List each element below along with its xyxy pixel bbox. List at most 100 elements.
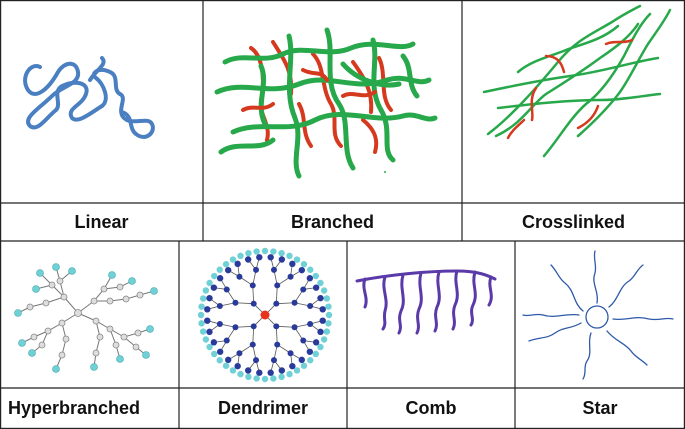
star-core (585, 305, 609, 329)
dendrimer-end-group (325, 320, 332, 327)
dendrimer-branch-node (216, 320, 223, 327)
dendrimer-branch-node (306, 348, 314, 355)
dendrimer-branch-node (274, 341, 281, 348)
dendrimer-branch-node (289, 260, 296, 268)
dendrimer-end-group (278, 373, 285, 381)
dendrimer-end-group (253, 375, 260, 382)
dendrimer-end-group (202, 287, 210, 294)
hyperbranched-end-groups (14, 263, 158, 373)
dendrimer-end-group (323, 295, 331, 302)
dendrimer-svg (197, 247, 333, 383)
dendrimer-branch-node (291, 324, 298, 331)
dendrimer-branch-node (273, 300, 280, 307)
dendrimer-end-group (199, 328, 207, 335)
dendrimer-branch-node (298, 266, 305, 274)
dendrimer-branch-node (278, 256, 286, 263)
dendrimer-branch-node (216, 348, 224, 355)
dendrimer-branch-node (256, 369, 263, 376)
dendrimer-branch-node (267, 369, 274, 376)
branched-figure (203, 0, 462, 203)
hyperbranched-label: Hyperbranched (8, 398, 141, 418)
dendrimer-branch-node (250, 323, 257, 330)
hyperbranched-inner-nodes (26, 277, 144, 359)
dendrimer-branch-node (232, 299, 239, 306)
comb-polymer (355, 269, 497, 335)
dendrimer-end-group (323, 328, 331, 335)
dendrimer-end-group (245, 249, 252, 257)
dendrimer-branch-node (319, 306, 326, 313)
dendrimer-end-group (312, 350, 319, 358)
dendrimer-branch-node (270, 266, 277, 273)
dendrimer-end-group (300, 362, 308, 369)
dendrimer-branch-node (312, 284, 320, 291)
dendrimer-end-group (312, 272, 319, 280)
dendrimer-end-group (216, 357, 223, 364)
dendrimer-end-group (320, 336, 328, 343)
dendrimer-branch-node (274, 282, 281, 289)
dendrimer-branch-node (291, 299, 298, 306)
dendrimer-branch-node (287, 350, 294, 357)
dendrimer-end-group (325, 303, 332, 310)
dendrimer-branch-node (307, 303, 314, 310)
dendrimer-end-group (198, 303, 205, 310)
dendrimer-end-group (286, 252, 293, 260)
dendrimer-branch-node (204, 306, 211, 313)
dendrimer-end-group (216, 266, 223, 273)
star-label: Star (582, 398, 618, 418)
dendrimer-branch-node (312, 339, 320, 346)
dendrimer-end-group (237, 370, 244, 378)
green-chains (214, 27, 438, 179)
dendrimer-branch-node (223, 286, 230, 293)
dendrimer-end-group (325, 311, 333, 319)
dendrimer-end-group (253, 248, 260, 255)
crosslinked-label: Crosslinked (521, 211, 626, 232)
dendrimer-end-group (261, 247, 269, 255)
dendrimer-end-group (211, 350, 218, 358)
comb-label: Comb (405, 398, 457, 418)
dendrimer-branch-node (256, 254, 263, 261)
dendrimer-branch-node (234, 362, 241, 370)
dendrimer-branch-node (278, 367, 286, 374)
dendrimer-branch-node (204, 317, 211, 324)
dendrimer-end-group (198, 320, 205, 327)
dendrimer-branch-node (225, 356, 232, 364)
dendrimer-branch-node (244, 256, 252, 263)
dendrimer-branch-node (300, 337, 307, 344)
dendrimer-end-group (286, 370, 293, 378)
crosslinked-figure (462, 0, 685, 203)
branched-label: Branched (290, 211, 375, 232)
dendrimer-branch-node (249, 341, 256, 348)
dendrimer-branch-node (249, 282, 256, 289)
dendrimer-branch-node (250, 300, 257, 307)
linear-figure (0, 0, 203, 203)
dendrimer-branch-node (234, 260, 241, 268)
dendrimer-end-group (245, 373, 252, 381)
dendrimer-branch-node (273, 323, 280, 330)
dendrimer-branch-node (287, 273, 294, 280)
dendrimer-branch-node (300, 286, 307, 293)
comb-figure (347, 241, 515, 388)
hyperbranched-figure (0, 241, 179, 388)
dendrimer-end-group (202, 336, 210, 343)
dendrimer-end-group (307, 266, 314, 273)
dendrimer-end-group (199, 295, 207, 302)
dendrimer-end-group (320, 287, 328, 294)
dendrimer-branch-node (225, 266, 232, 274)
dendrimer-branch-node (206, 328, 213, 336)
linear-chain (23, 56, 155, 139)
dendrimer-branch-node (244, 367, 252, 374)
dendrimer-end-group (307, 357, 314, 364)
dendrimer-branch-node (270, 357, 277, 364)
dendrimer-branch-node (306, 275, 314, 282)
dendrimer-branch-node (289, 362, 296, 370)
dendrimer-end-group (261, 375, 269, 383)
dendrimer-figure (179, 241, 347, 388)
dendrimer-end-group (270, 375, 277, 382)
dendrimer-end-group (222, 362, 230, 369)
dendrimer-end-group (278, 249, 285, 257)
linear-label: Linear (74, 211, 129, 232)
dendrimer-end-group (270, 248, 277, 255)
dendrimer-branch-node (232, 324, 239, 331)
dendrimer-end-group (237, 252, 244, 260)
